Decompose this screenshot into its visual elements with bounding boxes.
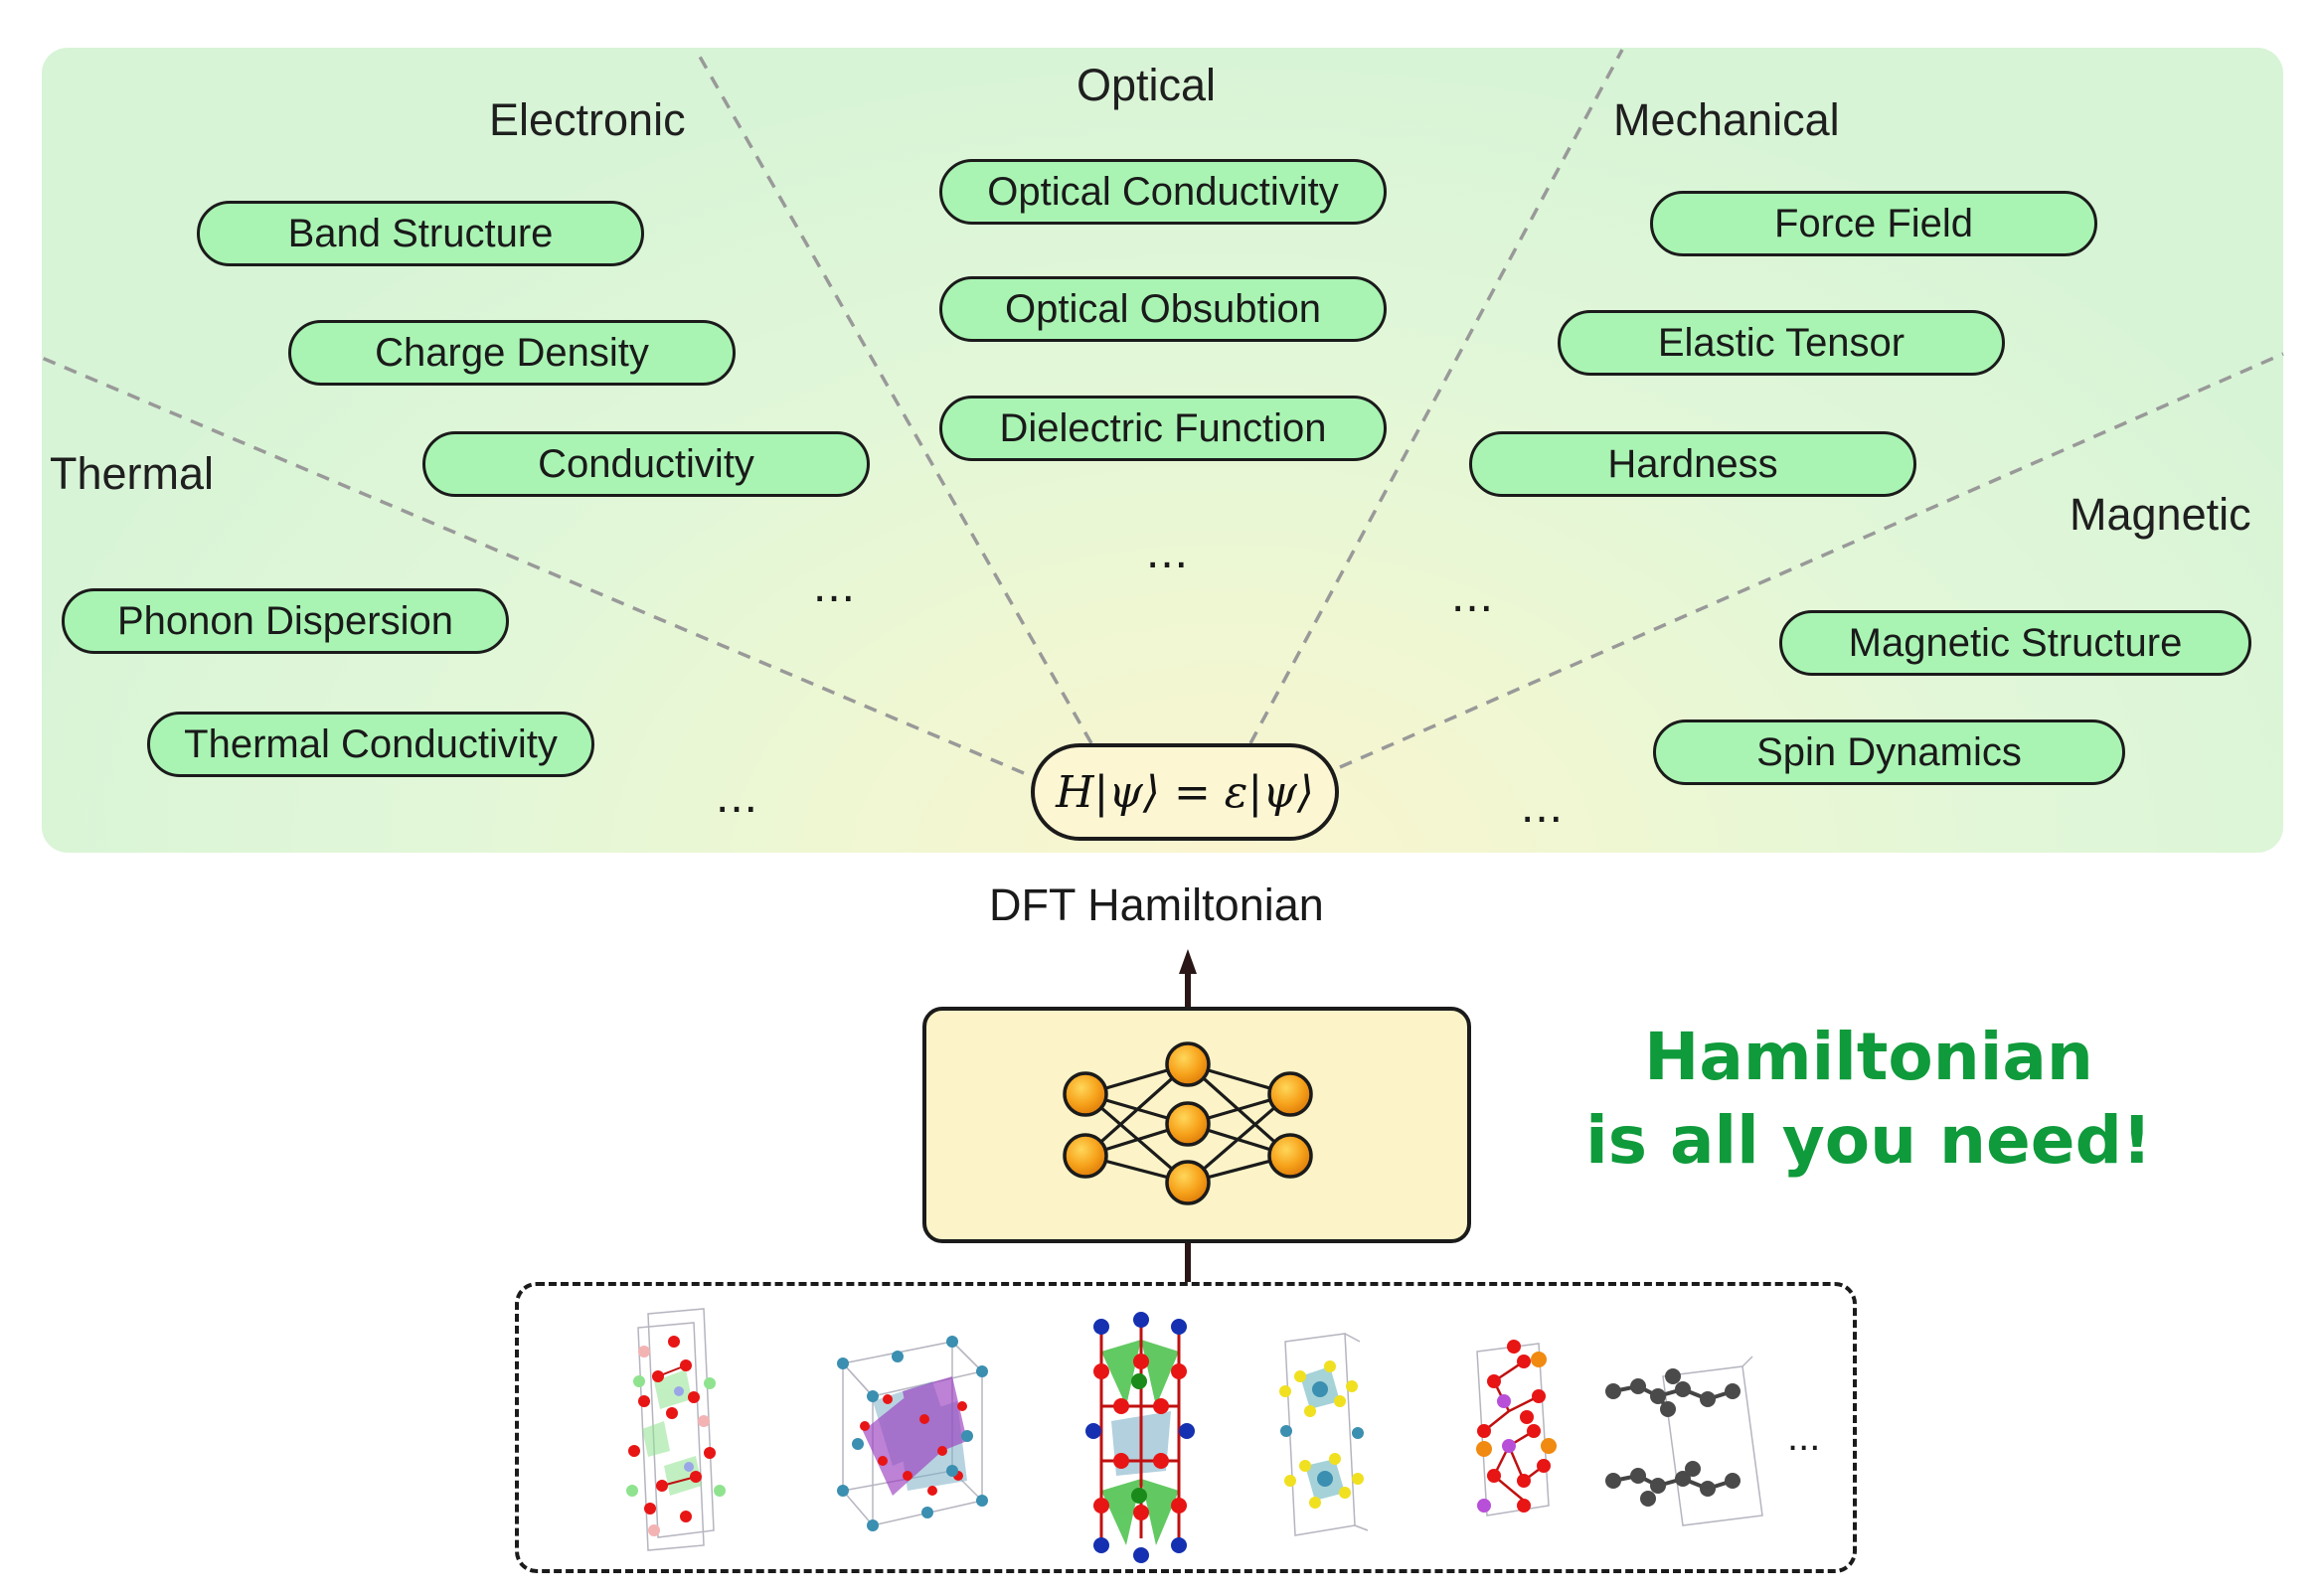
arrow-up xyxy=(1179,949,1197,1282)
pill-elastic-tensor: Elastic Tensor xyxy=(1558,310,2005,376)
crystal-structure-2 xyxy=(837,1336,988,1531)
nn-node xyxy=(1063,1133,1108,1179)
category-optical: Optical xyxy=(1077,60,1217,110)
category-electronic: Electronic xyxy=(489,94,686,145)
crystal-structure-4 xyxy=(1279,1333,1369,1536)
nn-node xyxy=(1165,1160,1211,1205)
nn-node xyxy=(1165,1101,1211,1147)
nn-node xyxy=(1267,1071,1313,1117)
category-mechanical: Mechanical xyxy=(1613,94,1840,145)
pill-hardness: Hardness xyxy=(1469,431,1916,497)
slogan-line2: is all you need! xyxy=(1585,1102,2152,1179)
crystal-structure-5 xyxy=(1476,1340,1557,1516)
slogan-line1: Hamiltonian xyxy=(1644,1019,2093,1095)
category-magnetic: Magnetic xyxy=(2070,489,2251,540)
crystal-structure-1 xyxy=(626,1308,726,1551)
pill-spin-dynamics: Spin Dynamics xyxy=(1653,719,2125,785)
ellipsis-thermal: ... xyxy=(716,770,759,823)
pill-thermal-conductivity: Thermal Conductivity xyxy=(147,712,594,777)
ellipsis-electronic: ... xyxy=(813,559,857,612)
pill-phonon-dispersion: Phonon Dispersion xyxy=(62,588,509,654)
crystal-structure-3 xyxy=(1085,1312,1195,1563)
pill-optical-obsubtion: Optical Obsubtion xyxy=(939,276,1387,342)
crystal-structures-box xyxy=(515,1282,1857,1573)
pill-charge-density: Charge Density xyxy=(288,320,736,386)
ellipsis-optical: ... xyxy=(1146,526,1190,578)
nn-node xyxy=(1063,1071,1108,1117)
ellipsis-magnetic: ... xyxy=(1521,780,1565,833)
pill-band-structure: Band Structure xyxy=(197,201,644,266)
ellipsis-mechanical: ... xyxy=(1451,569,1495,622)
slogan: Hamiltonian is all you need! xyxy=(1571,1016,2167,1183)
divider-thermal-electronic xyxy=(41,356,1025,775)
neural-network-box xyxy=(922,1007,1471,1243)
crystal-structure-icon xyxy=(626,1308,1763,1563)
pill-force-field: Force Field xyxy=(1650,191,2097,256)
crystal-structure-6 xyxy=(1605,1356,1763,1526)
neural-network-icon xyxy=(1063,1041,1313,1205)
structures-ellipsis: ... xyxy=(1787,1415,1821,1459)
pill-conductivity: Conductivity xyxy=(422,431,870,497)
divider-mechanical-magnetic xyxy=(1339,352,2284,769)
nn-node xyxy=(1267,1133,1313,1179)
pill-dielectric-function: Dielectric Function xyxy=(939,396,1387,461)
dft-hamiltonian-label: DFT Hamiltonian xyxy=(989,879,1324,930)
divider-optical-mechanical xyxy=(1248,49,1624,744)
pill-magnetic-structure: Magnetic Structure xyxy=(1779,610,2251,676)
pill-optical-conductivity: Optical Conductivity xyxy=(939,159,1387,225)
schrodinger-equation: H|ψ⟩ = ε|ψ⟩ xyxy=(1031,743,1339,841)
category-thermal: Thermal xyxy=(50,448,215,499)
divider-electronic-optical xyxy=(694,49,1093,744)
nn-node xyxy=(1165,1041,1211,1087)
